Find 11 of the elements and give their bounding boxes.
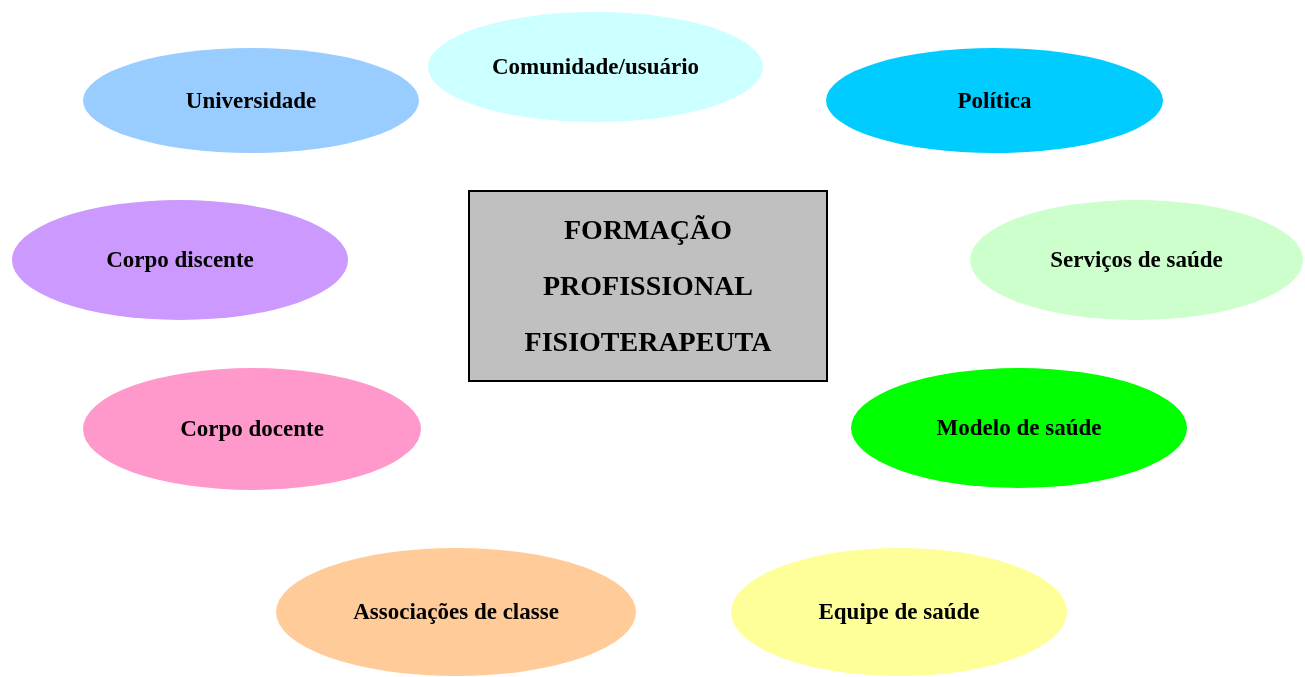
central-title: FORMAÇÃO PROFISSIONAL FISIOTERAPEUTA [523, 213, 773, 359]
node-label: Corpo docente [180, 416, 324, 442]
node-label: Equipe de saúde [818, 599, 980, 625]
node-label: Serviços de saúde [1050, 247, 1223, 273]
node-label: Universidade [185, 87, 317, 114]
central-box [468, 190, 828, 382]
node-label: Corpo discente [106, 247, 254, 273]
node-label: Modelo de saúde [936, 415, 1102, 441]
node-label: Comunidade/usuário [491, 54, 700, 80]
node-label: Associações de classe [353, 599, 559, 625]
node-label: Política [957, 87, 1032, 114]
